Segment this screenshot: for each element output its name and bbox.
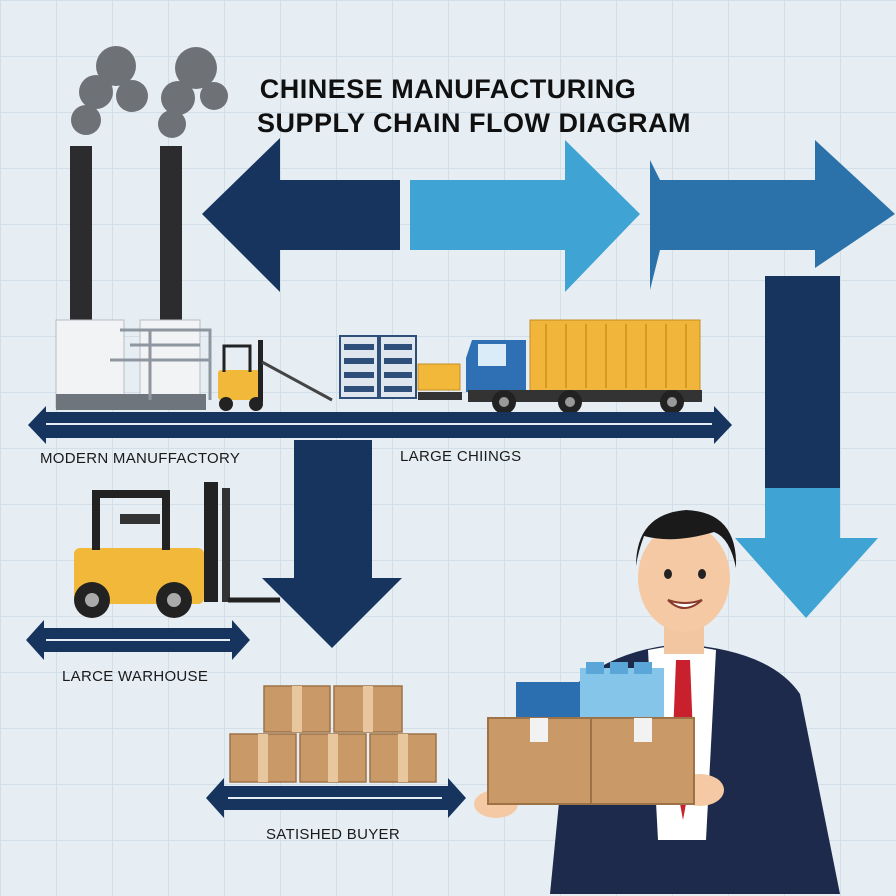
factory-icon — [55, 319, 212, 410]
product-bottles-icon — [516, 662, 664, 722]
arrow-down-right-head — [735, 538, 878, 618]
title-line-2: SUPPLY CHAIN FLOW DIAGRAM — [256, 108, 692, 138]
arrow-down-right-mid — [765, 488, 840, 540]
chimney-left — [70, 146, 92, 338]
small-forklift-icon — [218, 340, 333, 411]
title-line-1: CHINESE MANUFACTURING — [259, 74, 637, 104]
chimney-right — [160, 146, 182, 338]
buyer-belt-arrow — [206, 778, 466, 818]
carried-box-icon — [487, 717, 695, 805]
arrow-right-lightblue — [410, 140, 640, 292]
warehouse-belt-arrow — [26, 620, 250, 660]
forklift-icon — [74, 482, 280, 618]
label-factory: MODERN MANUFFACTORY — [40, 450, 241, 467]
top-belt-arrow — [28, 406, 732, 444]
arrow-down-right-shaft — [765, 276, 840, 492]
arrow-down-middle-shaft — [294, 440, 372, 580]
truck-icon — [466, 319, 702, 414]
small-cart-icon — [417, 363, 462, 400]
arrow-left-navy — [202, 138, 400, 292]
shelving-rack-icon — [339, 335, 417, 399]
label-warehouse: LARCE WARHOUSE — [62, 668, 209, 685]
arrow-right-blue — [650, 140, 895, 290]
label-shipping: LARGE CHIINGS — [400, 448, 522, 465]
label-buyer: SATISHED BUYER — [266, 826, 400, 843]
arrow-down-middle-head — [262, 578, 402, 648]
smoke-icon — [71, 46, 228, 138]
